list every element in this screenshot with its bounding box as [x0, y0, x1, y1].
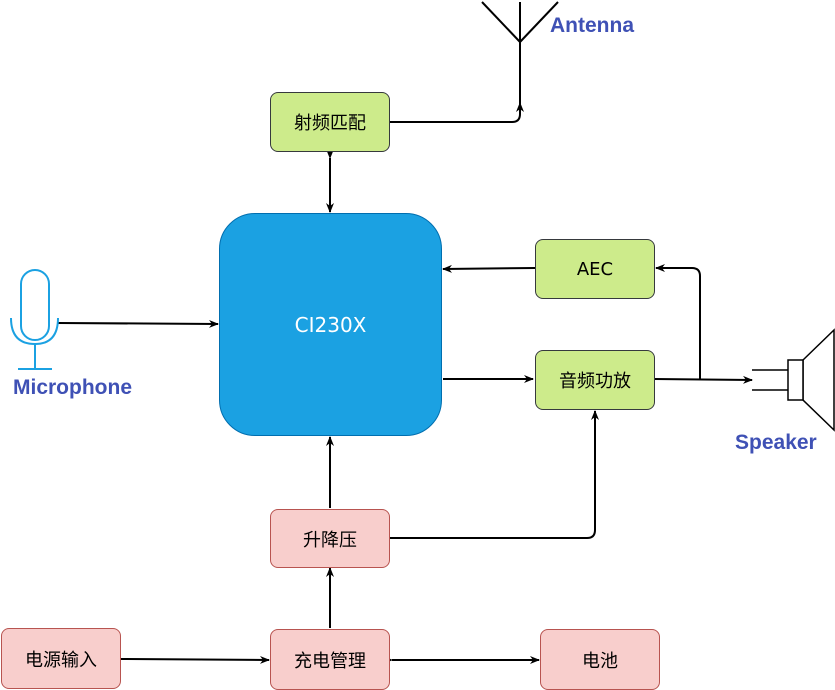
- rf-match-label: 射频匹配: [294, 113, 366, 134]
- aec-label: AEC: [576, 258, 614, 280]
- audio-amp-block[interactable]: 音频功放: [535, 350, 655, 410]
- speaker-label: Speaker: [735, 431, 817, 455]
- antenna-label: Antenna: [550, 14, 634, 38]
- charge-mgmt-label: 充电管理: [294, 650, 366, 672]
- microphone-icon: [10, 269, 59, 370]
- amp-to-speaker-connector: [653, 375, 753, 384]
- buck-to-amp-connector: [390, 410, 599, 539]
- microphone-label: Microphone: [13, 376, 132, 400]
- battery-label: 电池: [582, 650, 618, 672]
- buck-boost-block[interactable]: 升降压: [270, 509, 390, 568]
- audio-amp-label: 音频功放: [559, 371, 631, 392]
- power-to-charge-connector: [120, 655, 270, 664]
- power-input-block[interactable]: 电源输入: [1, 628, 121, 689]
- power-input-label: 电源输入: [25, 649, 97, 671]
- aec-block[interactable]: AEC: [535, 239, 655, 299]
- aec-to-mcu-connector: [442, 264, 536, 273]
- charge-mgmt-block[interactable]: 充电管理: [270, 629, 390, 690]
- mcu-block[interactable]: CI230X: [219, 213, 442, 436]
- amp-to-aec-connector: [655, 264, 701, 379]
- rf-to-antenna-connector: [390, 102, 524, 123]
- buck-boost-label: 升降压: [303, 529, 357, 551]
- speaker-icon: [752, 328, 835, 432]
- antenna-icon: [481, 1, 559, 103]
- rf-match-block[interactable]: 射频匹配: [270, 92, 390, 152]
- battery-block[interactable]: 电池: [540, 629, 660, 690]
- mic-to-mcu-connector: [57, 319, 219, 328]
- mcu-label: CI230X: [294, 312, 367, 337]
